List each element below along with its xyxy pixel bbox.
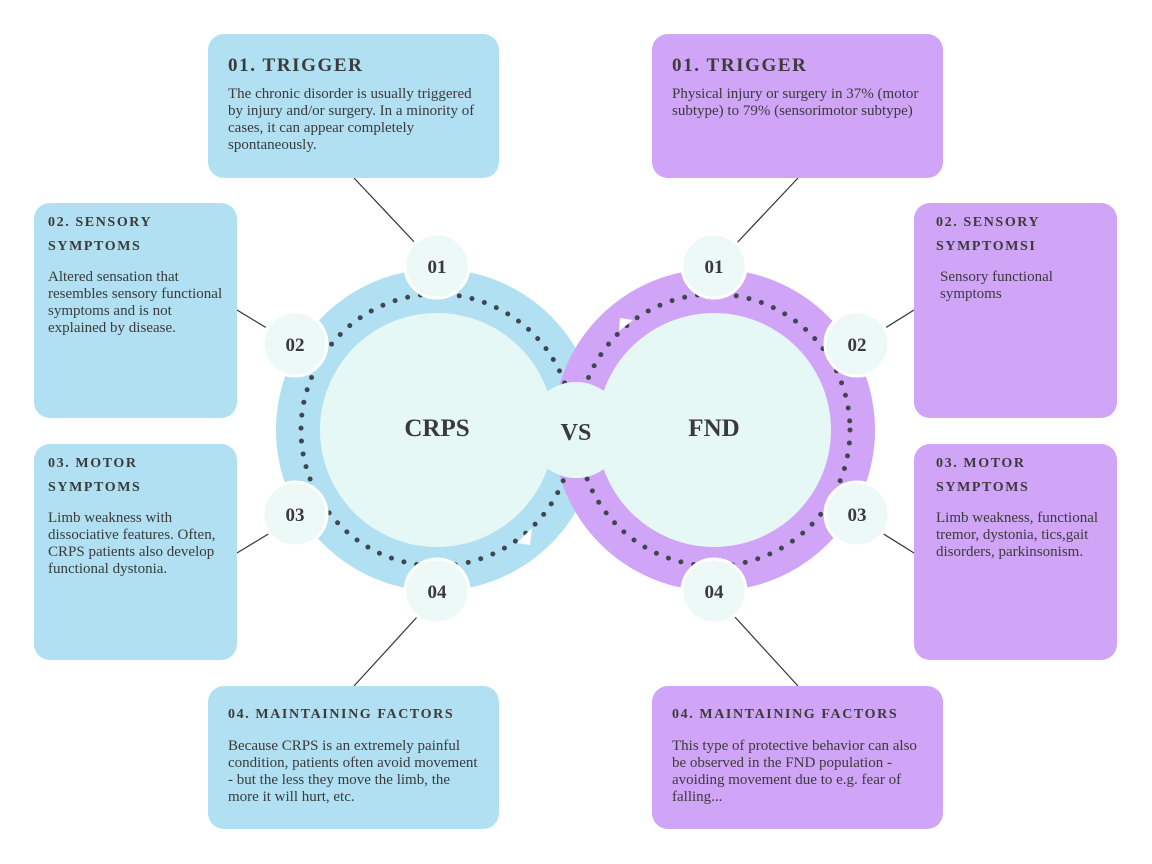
connector-crps-04 [353, 615, 419, 687]
crps-sensory-heading: 02. SENSORY SYMPTOMS [48, 215, 152, 254]
fnd-node-02-label: 02 [848, 335, 867, 356]
fnd-trigger-card: 01. TRIGGER Physical injury or surgery i… [652, 34, 943, 178]
crps-node-03-label: 03 [286, 505, 305, 526]
connector-fnd-02 [881, 309, 915, 331]
fnd-motor-text: Limb weakness, functional tremor, dyston… [936, 510, 1099, 560]
fnd-node-01: 01 [680, 232, 748, 300]
fnd-node-02: 02 [823, 310, 891, 378]
fnd-direction-arrow-icon [619, 318, 633, 331]
connector-fnd-01 [733, 177, 799, 247]
crps-node-02-label: 02 [286, 335, 305, 356]
connector-fnd-04 [733, 615, 799, 687]
fnd-title: FND [688, 415, 739, 442]
fnd-node-03-label: 03 [848, 505, 867, 526]
crps-node-03: 03 [261, 480, 329, 548]
crps-trigger-heading: 01. TRIGGER [228, 55, 364, 76]
fnd-maintaining-heading: 04. MAINTAINING FACTORS [672, 707, 899, 722]
fnd-sensory-text: Sensory functional symptoms [940, 269, 1053, 302]
connector-fnd-03 [881, 532, 915, 554]
crps-motor-text: Limb weakness with dissociative features… [48, 510, 216, 577]
crps-sensory-card: 02. SENSORY SYMPTOMS Altered sensation t… [34, 203, 237, 418]
crps-title: CRPS [404, 415, 469, 442]
crps-motor-heading: 03. MOTOR SYMPTOMS [48, 456, 142, 495]
fnd-node-04: 04 [680, 557, 748, 625]
fnd-trigger-heading: 01. TRIGGER [672, 55, 808, 76]
crps-node-04: 04 [403, 557, 471, 625]
fnd-maintaining-card: 04. MAINTAINING FACTORS This type of pro… [652, 686, 943, 829]
crps-node-01: 01 [403, 232, 471, 300]
crps-maintaining-heading: 04. MAINTAINING FACTORS [228, 707, 455, 722]
connector-crps-01 [353, 177, 419, 247]
crps-node-02: 02 [261, 310, 329, 378]
fnd-sensory-card: 02. SENSORY SYMPTOMSI Sensory functional… [914, 203, 1117, 418]
fnd-motor-card: 03. MOTOR SYMPTOMS Limb weakness, functi… [914, 444, 1117, 660]
crps-trigger-card: 01. TRIGGER The chronic disorder is usua… [208, 34, 499, 178]
fnd-node-03: 03 [823, 480, 891, 548]
crps-sensory-text: Altered sensation that resembles sensory… [48, 269, 223, 336]
fnd-trigger-text: Physical injury or surgery in 37% (motor… [672, 85, 919, 119]
fnd-node-04-label: 04 [705, 582, 725, 603]
crps-maintaining-text: Because CRPS is an extremely painful con… [228, 737, 478, 805]
crps-maintaining-card: 04. MAINTAINING FACTORS Because CRPS is … [208, 686, 499, 829]
crps-inner-circle [320, 313, 554, 547]
fnd-inner-circle [597, 313, 831, 547]
crps-motor-card: 03. MOTOR SYMPTOMS Limb weakness with di… [34, 444, 237, 660]
fnd-motor-heading: 03. MOTOR SYMPTOMS [936, 456, 1030, 495]
fnd-maintaining-text: This type of protective behavior can als… [672, 737, 917, 805]
crps-trigger-text: The chronic disorder is usually triggere… [228, 85, 475, 153]
connector-lines [236, 177, 915, 687]
vs-label: VS [561, 420, 592, 446]
fnd-sensory-heading: 02. SENSORY SYMPTOMSI [936, 215, 1040, 254]
connector-crps-02 [236, 309, 271, 331]
crps-direction-arrow-icon [517, 528, 532, 545]
fnd-node-01-label: 01 [705, 257, 724, 278]
vs-circle [528, 382, 624, 478]
crps-node-01-label: 01 [428, 257, 447, 278]
connector-crps-03 [236, 532, 271, 554]
crps-node-04-label: 04 [428, 582, 448, 603]
